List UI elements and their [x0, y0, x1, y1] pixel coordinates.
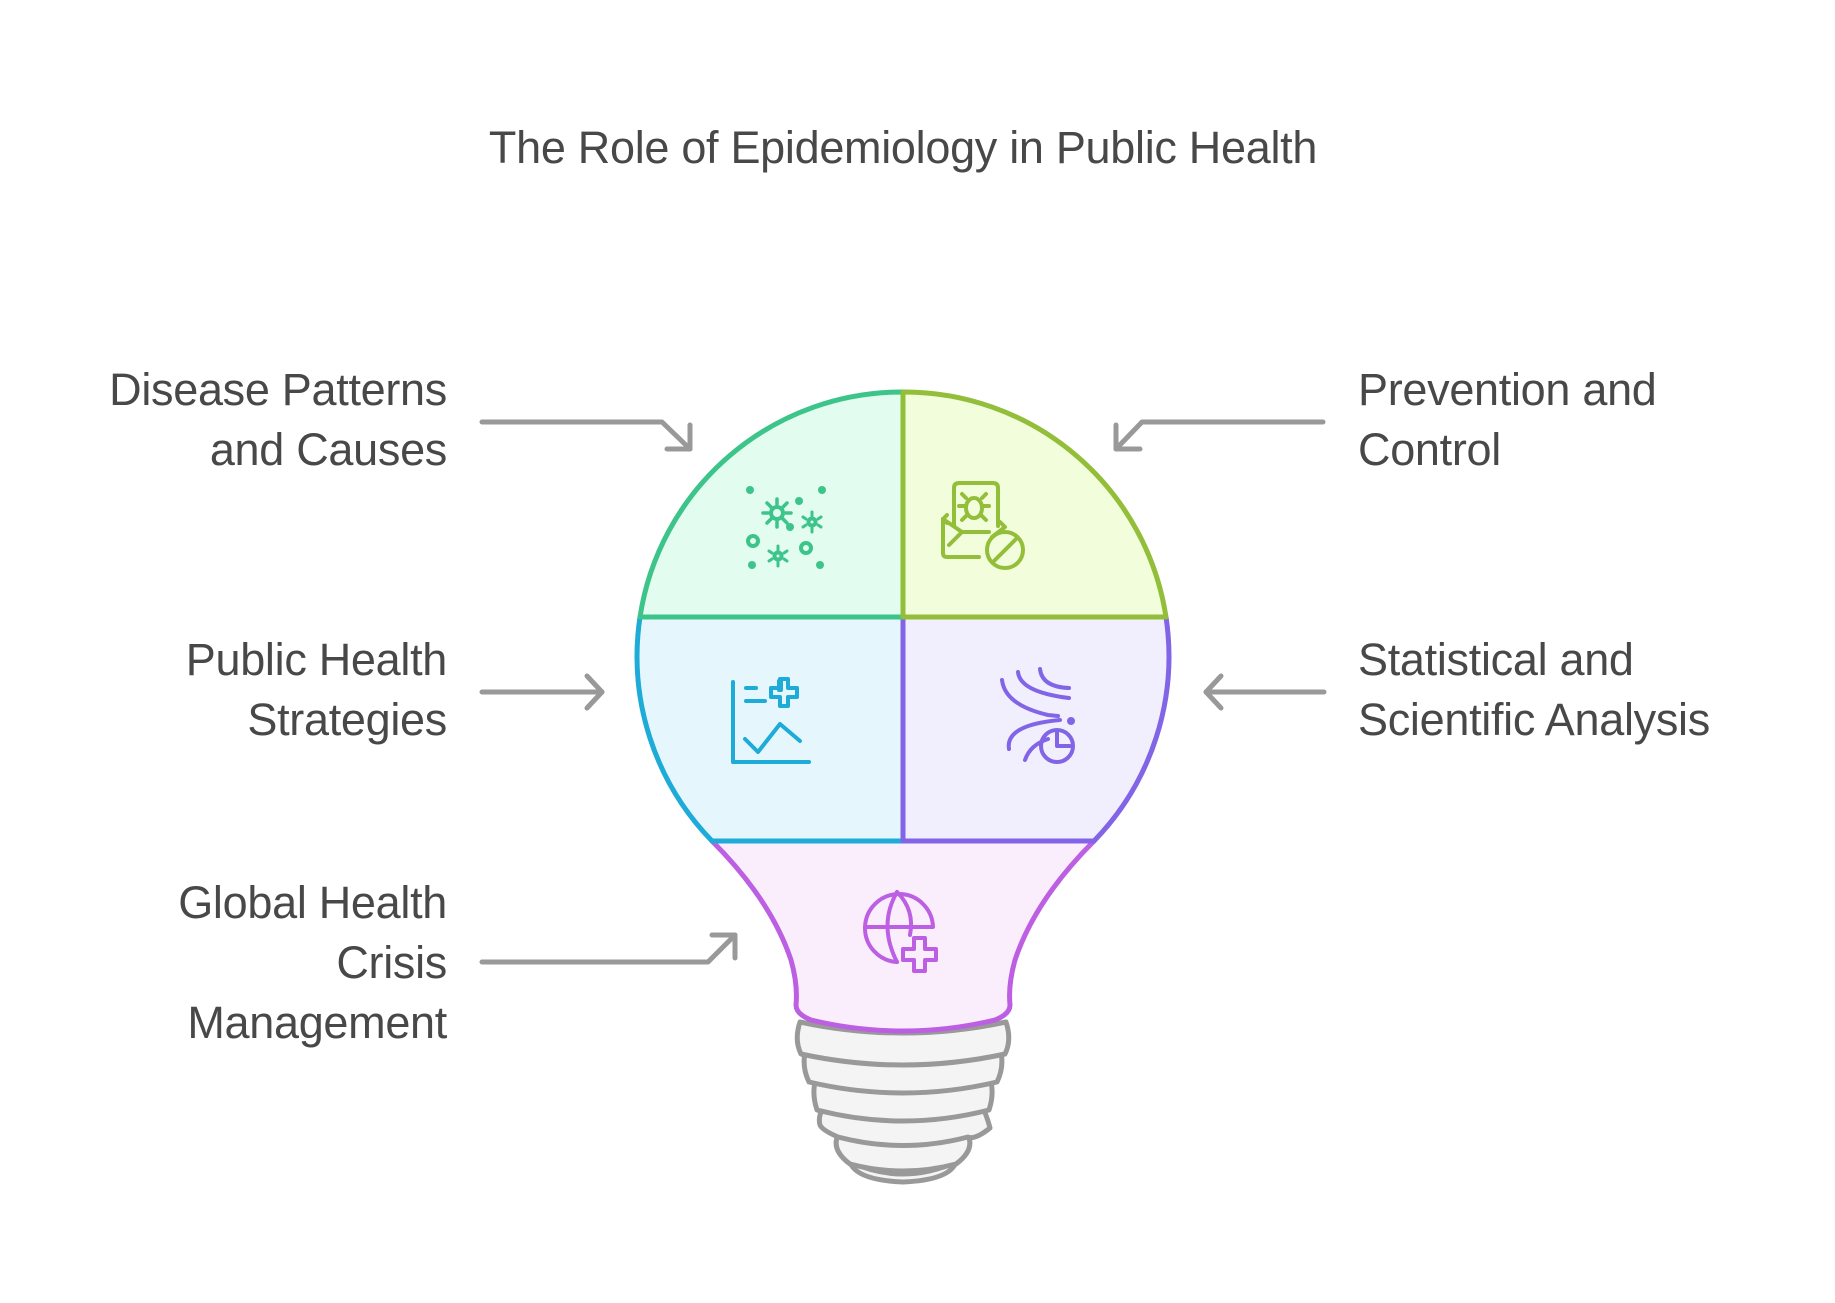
label-line: Public Health [185, 634, 448, 685]
section-prevention [900, 389, 1169, 620]
label-line: Statistical and [1358, 634, 1634, 685]
label-disease-patterns: Disease Patterns and Causes [109, 360, 447, 480]
label-line: Global Health [178, 877, 447, 928]
arrow-analysis-icon [1203, 673, 1327, 711]
label-line: Control [1358, 424, 1501, 475]
label-public-health-strategies: Public Health Strategies [185, 630, 448, 750]
arrows [479, 419, 1327, 965]
virus-particles-icon [746, 497, 823, 568]
section-crisis [709, 838, 1097, 1034]
section-disease [637, 389, 906, 620]
label-line: Management [187, 997, 447, 1048]
label-line: Disease Patterns [109, 364, 447, 415]
section-analysis [900, 614, 1172, 844]
label-line: Crisis [336, 937, 447, 988]
arrow-prevention-icon [1113, 419, 1326, 452]
label-line: and Causes [209, 424, 447, 475]
arrow-strategies-icon [479, 673, 605, 711]
label-global-health-crisis: Global Health Crisis Management [178, 873, 447, 1053]
label-line: Scientific Analysis [1358, 694, 1710, 745]
bug-envelope-blocked-icon [941, 481, 1025, 570]
bulb-base [794, 1019, 1012, 1185]
arrow-crisis-icon [479, 932, 738, 965]
flow-pie-chart-icon [1000, 667, 1075, 764]
arrow-disease-icon [479, 419, 693, 452]
label-line: Strategies [247, 694, 447, 745]
label-statistical-analysis: Statistical and Scientific Analysis [1358, 630, 1710, 750]
label-line: Prevention and [1358, 364, 1657, 415]
chart-plus-icon [731, 677, 811, 764]
globe-plus-icon [863, 890, 938, 973]
diagram-title: The Role of Epidemiology in Public Healt… [488, 122, 1318, 173]
dots [746, 486, 826, 569]
section-strategies [634, 614, 906, 844]
label-prevention-control: Prevention and Control [1358, 360, 1657, 480]
